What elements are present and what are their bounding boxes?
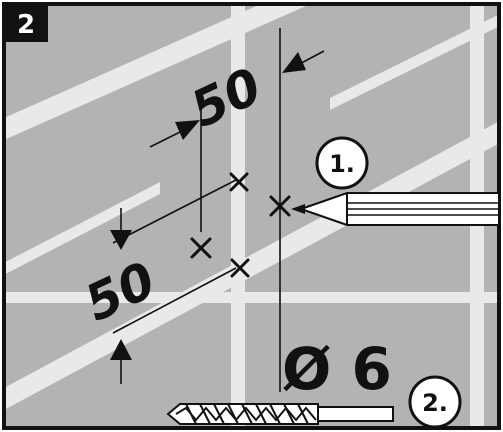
callout-circle — [315, 136, 369, 190]
glare-streak — [4, 182, 160, 275]
drill-bit-icon — [166, 403, 394, 425]
tile-joint — [4, 292, 499, 303]
extension-line-bottom — [112, 267, 237, 334]
step-badge: 2 — [4, 4, 48, 42]
drill-bit-shank — [317, 406, 394, 422]
callout-2-label: 2. — [422, 389, 448, 417]
pencil-icon — [291, 192, 500, 226]
cross-mark-icon — [190, 237, 212, 259]
arrowhead-icon — [175, 120, 200, 140]
extension-line-top — [112, 179, 237, 244]
dimension-arrows — [110, 52, 306, 360]
callout-circle — [408, 375, 462, 429]
cross-marks — [190, 172, 291, 278]
cross-mark-icon — [269, 195, 291, 217]
dimension-lines — [112, 28, 325, 392]
step-badge-box — [4, 4, 48, 42]
glare-streak — [4, 4, 311, 140]
callout-1-label: 1. — [329, 150, 355, 178]
arrowhead-icon — [110, 339, 132, 360]
tile-joint — [231, 4, 245, 428]
pencil-lead — [291, 204, 305, 214]
step-number: 2 — [17, 10, 35, 40]
dim-line-horizontal-left — [149, 129, 185, 148]
callout-1: 1. — [315, 136, 369, 190]
cross-mark-icon — [229, 172, 249, 192]
arrowhead-icon — [282, 52, 306, 73]
drill-diameter-label: Ø 6 — [282, 335, 392, 403]
arrowhead-icon — [110, 230, 132, 250]
callout-2: 2. — [408, 375, 462, 429]
glare-streak — [330, 14, 499, 110]
cross-mark-icon — [230, 258, 250, 278]
